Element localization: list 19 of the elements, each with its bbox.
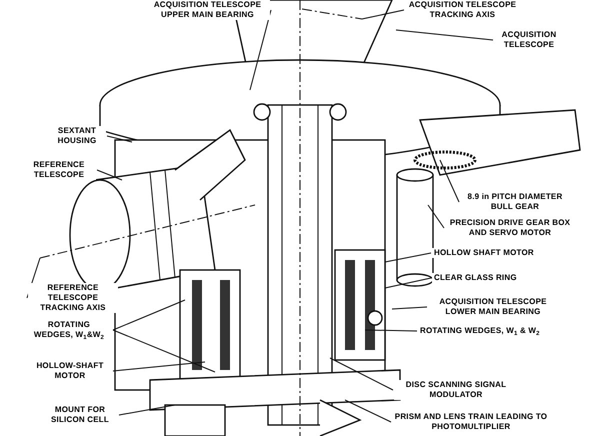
leader-line: [96, 170, 122, 180]
leader-line: [440, 160, 460, 202]
leader-line: [118, 404, 176, 416]
part-label: PRISM AND LENS TRAIN LEADING TO PHOTOMULTIPLIER: [392, 412, 550, 432]
leader-line: [112, 300, 186, 330]
leader-line: [384, 252, 432, 262]
leader-line: [428, 204, 444, 228]
leader-line: [106, 136, 132, 142]
leader-line: [364, 330, 418, 332]
leader-line: [112, 362, 206, 372]
leader-line: [396, 30, 494, 40]
leader-line: [362, 10, 404, 20]
leader-line: [344, 400, 392, 422]
leader-line: [384, 278, 432, 288]
leader-line: [392, 306, 428, 310]
leader-line: [112, 330, 216, 372]
leader-line: [250, 10, 272, 90]
leader-line: [330, 358, 394, 390]
part-label: REFERENCE TELESCOPE TRACKING AXIS: [28, 283, 118, 313]
